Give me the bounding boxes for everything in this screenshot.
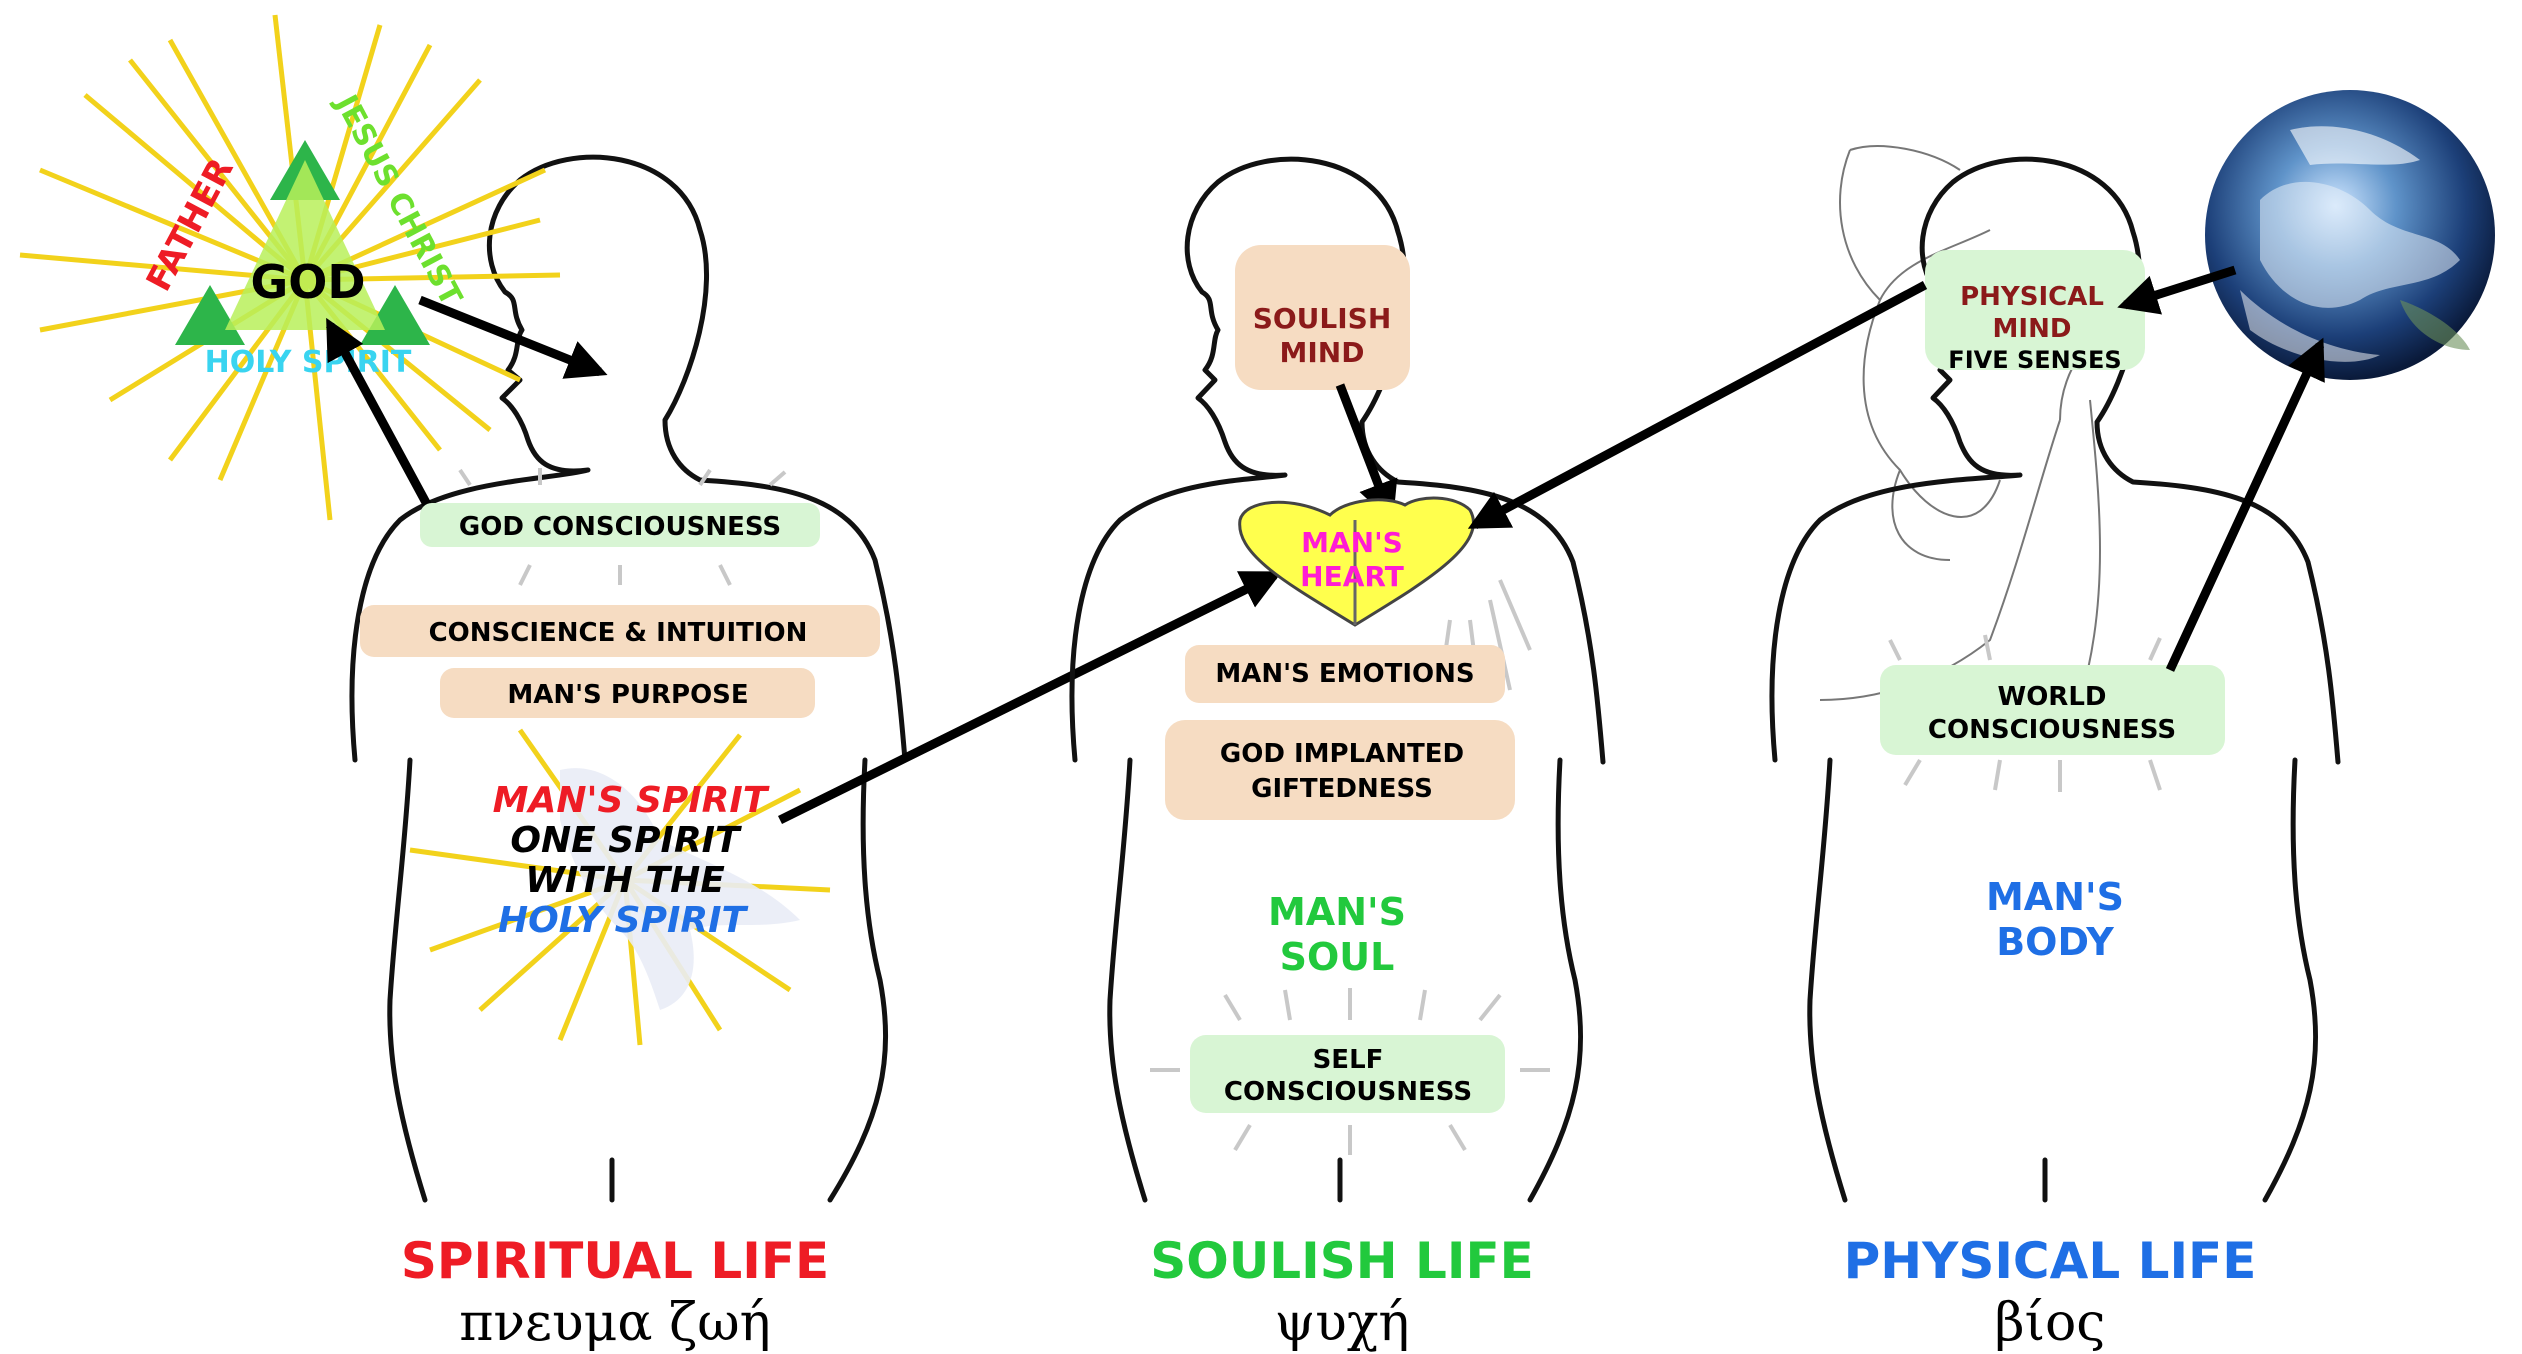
- arrow-world-to-earth: [2170, 345, 2320, 670]
- soul-label-1: MAN'S: [1268, 890, 1406, 934]
- self-label-1: SELF: [1313, 1045, 1384, 1075]
- emotions-label: MAN'S EMOTIONS: [1215, 659, 1474, 689]
- arrow-mind-to-heart: [1340, 385, 1390, 515]
- soul-label-2: SOUL: [1280, 935, 1395, 979]
- god-label: GOD: [250, 255, 365, 309]
- arrow-physical-mind-to-heart: [1475, 285, 1925, 525]
- mans-spirit-label: MAN'S SPIRIT: [493, 780, 770, 821]
- physical-mind-label-1: PHYSICAL: [1960, 282, 2104, 312]
- giftedness-box: [1165, 720, 1515, 820]
- body-label-2: BODY: [1996, 920, 2114, 964]
- physical-greek: βίος: [1995, 1293, 2106, 1353]
- father-label: FATHER: [139, 152, 242, 298]
- soulish-mind-label-1: SOULISH: [1253, 302, 1392, 335]
- holy-spirit-body-label: HOLY SPIRIT: [498, 900, 748, 941]
- holy-spirit-top-label: HOLY SPIRIT: [205, 345, 412, 380]
- god-consciousness-label: GOD CONSCIOUSNESS: [459, 512, 781, 542]
- spiritual-figure: GOD FATHER JESUS CHRIST HOLY SPIRIT GOD …: [20, 15, 1275, 1200]
- five-senses-label: FIVE SENSES: [1948, 346, 2121, 374]
- spiritual-greek: πνευμα ζωή: [459, 1293, 771, 1353]
- spiritual-life-title: SPIRITUAL LIFE: [401, 1232, 829, 1290]
- heart-label-1: MAN'S: [1301, 526, 1403, 559]
- soulish-figure: SOULISH MIND MAN'S HEART MAN'S EMOTIONS …: [1072, 159, 1603, 1200]
- with-the-label: WITH THE: [525, 860, 725, 901]
- physical-mind-label-2: MIND: [1993, 314, 2072, 344]
- arrow-god-to-head: [420, 300, 600, 372]
- one-spirit-label: ONE SPIRIT: [510, 820, 742, 861]
- physical-figure: PHYSICAL MIND FIVE SENSES WORLD CONSCIOU…: [1475, 90, 2495, 1200]
- soulish-mind-label-2: MIND: [1280, 336, 1365, 369]
- soulish-greek: ψυχή: [1274, 1293, 1409, 1353]
- world-label-1: WORLD: [1998, 682, 2107, 712]
- earth-globe-icon: [2205, 90, 2495, 380]
- physical-sketch-lines: [1820, 146, 2100, 700]
- body-label-1: MAN'S: [1986, 875, 2124, 919]
- physical-life-title: PHYSICAL LIFE: [1844, 1232, 2257, 1290]
- conscience-label: CONSCIENCE & INTUITION: [429, 618, 808, 648]
- self-label-2: CONSCIOUSNESS: [1224, 1077, 1472, 1107]
- soulish-life-title: SOULISH LIFE: [1150, 1232, 1534, 1290]
- world-label-2: CONSCIOUSNESS: [1928, 715, 2176, 745]
- purpose-label: MAN'S PURPOSE: [507, 680, 748, 710]
- captions: SPIRITUAL LIFE πνευμα ζωή SOULISH LIFE ψ…: [401, 1232, 2257, 1353]
- giftedness-label-2: GIFTEDNESS: [1251, 774, 1433, 804]
- giftedness-label-1: GOD IMPLANTED: [1220, 739, 1464, 769]
- heart-label-2: HEART: [1300, 560, 1404, 593]
